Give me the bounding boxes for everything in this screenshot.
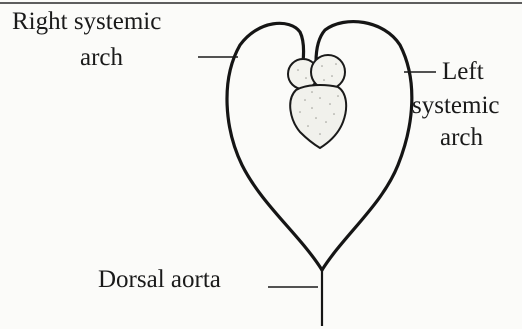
label-left-systemic-line2: systemic [412,92,500,119]
label-right-systemic-line1: Right systemic [12,8,161,35]
label-right-systemic-line2: arch [80,44,123,71]
label-left-systemic-line1: Left [442,58,484,85]
label-left-systemic-line3: arch [440,124,483,151]
left-atrium [311,55,345,89]
label-dorsal-aorta: Dorsal aorta [98,266,221,293]
ventricle [290,85,346,148]
heart [288,55,346,148]
